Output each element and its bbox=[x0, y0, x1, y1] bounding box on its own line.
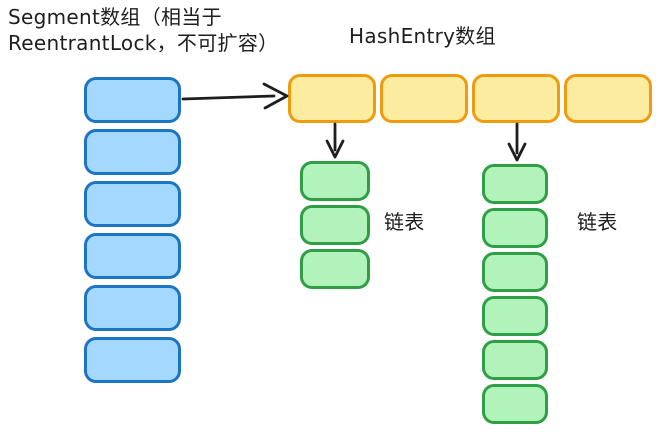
segment-box bbox=[84, 285, 181, 331]
segment-box bbox=[84, 337, 181, 383]
segment-box bbox=[84, 181, 181, 227]
hashentry-array-title: HashEntry数组 bbox=[349, 24, 496, 48]
linked-list-node-box bbox=[482, 164, 548, 204]
linked-list-1 bbox=[300, 161, 370, 289]
hashentry-array bbox=[288, 74, 652, 123]
linked-list-node-box bbox=[482, 208, 548, 248]
segment-box bbox=[84, 77, 181, 123]
arrow-hashentry2-to-list-icon bbox=[507, 122, 527, 162]
hashentry-box bbox=[564, 74, 652, 123]
segment-box bbox=[84, 129, 181, 175]
linked-list-node-box bbox=[482, 252, 548, 292]
linked-list-node-box bbox=[300, 249, 370, 289]
segment-array bbox=[84, 77, 181, 383]
hashentry-box bbox=[380, 74, 468, 123]
segment-box bbox=[84, 233, 181, 279]
segment-array-title-line1: Segment数组（相当于 bbox=[8, 5, 222, 29]
linked-list-node-box bbox=[482, 340, 548, 380]
hashentry-box bbox=[288, 74, 376, 123]
arrow-segment-to-hashentry-icon bbox=[181, 82, 289, 110]
linked-list-2 bbox=[482, 164, 548, 424]
linked-list-node-box bbox=[300, 205, 370, 245]
linked-list-node-box bbox=[482, 384, 548, 424]
arrow-hashentry0-to-list-icon bbox=[325, 122, 345, 159]
linked-list-label-1: 链表 bbox=[384, 210, 425, 234]
segment-array-title: Segment数组（相当于 ReentrantLock，不可扩容） bbox=[8, 4, 278, 56]
linked-list-node-box bbox=[482, 296, 548, 336]
linked-list-label-2: 链表 bbox=[577, 210, 618, 234]
segment-array-title-line2: ReentrantLock，不可扩容） bbox=[8, 31, 279, 55]
linked-list-node-box bbox=[300, 161, 370, 201]
hashentry-box bbox=[472, 74, 560, 123]
